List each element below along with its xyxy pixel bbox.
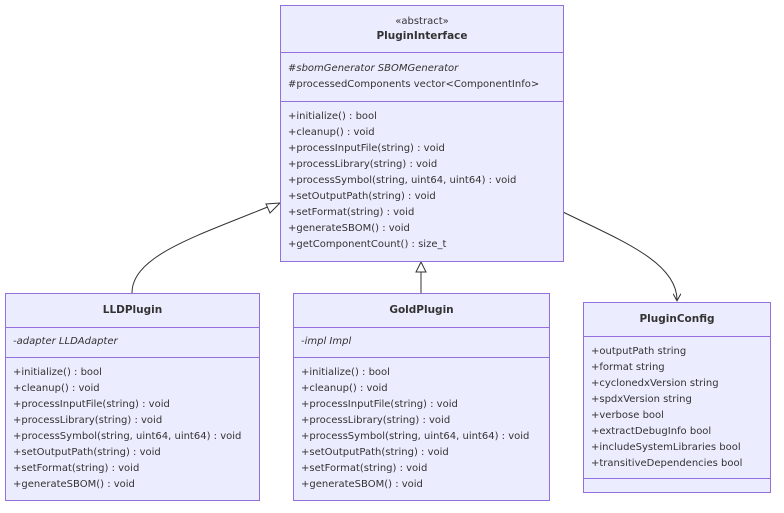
method-row: +setFormat(string) : void: [288, 207, 415, 218]
attribute-row: +extractDebugInfo bool: [591, 426, 712, 437]
method-row: +processSymbol(string, uint64, uint64) :…: [301, 431, 530, 442]
attribute-row: +transitiveDependencies bool: [591, 458, 743, 469]
class-name: PluginConfig: [639, 313, 715, 325]
attribute-row: +verbose bool: [591, 410, 664, 421]
class-header: GoldPlugin: [294, 294, 549, 328]
class-name: PluginInterface: [376, 30, 468, 42]
class-methods: +initialize() : bool +cleanup() : void +…: [6, 358, 259, 493]
method-row: +generateSBOM() : void: [13, 479, 135, 490]
edge-plugininterface-to-pluginconfig: [562, 211, 677, 300]
method-row: +setFormat(string) : void: [301, 463, 428, 474]
method-row: +setOutputPath(string) : void: [301, 447, 449, 458]
class-plugininterface: «abstract» PluginInterface #sbomGenerato…: [280, 5, 564, 262]
class-methods: +initialize() : bool +cleanup() : void +…: [294, 358, 549, 493]
class-pluginconfig: PluginConfig +outputPath string +format …: [583, 302, 771, 493]
class-lldplugin: LLDPlugin -adapter LLDAdapter +initializ…: [5, 293, 260, 501]
attribute-row: +cyclonedxVersion string: [591, 378, 719, 389]
class-methods: +initialize() : bool +cleanup() : void +…: [281, 102, 563, 253]
attribute-row: -impl Impl: [301, 336, 352, 347]
method-row: +generateSBOM() : void: [288, 223, 410, 234]
attribute-row: +format string: [591, 362, 665, 373]
method-row: +getComponentCount() : size_t: [288, 239, 447, 250]
method-row: +generateSBOM() : void: [301, 479, 423, 490]
attribute-row: -adapter LLDAdapter: [13, 336, 118, 347]
method-row: +setOutputPath(string) : void: [13, 447, 161, 458]
method-row: +processLibrary(string) : void: [288, 159, 438, 170]
class-attributes: -adapter LLDAdapter: [6, 328, 259, 358]
class-name: GoldPlugin: [389, 304, 454, 316]
edge-lldplugin-to-plugininterface: [131, 202, 282, 294]
class-stereotype: «abstract»: [395, 16, 449, 27]
method-row: +processLibrary(string) : void: [13, 415, 163, 426]
class-header: LLDPlugin: [6, 294, 259, 328]
class-header: «abstract» PluginInterface: [281, 6, 563, 53]
edge-goldplugin-to-plugininterface: [415, 260, 427, 293]
attribute-row: +includeSystemLibraries bool: [591, 442, 741, 453]
attribute-row: +spdxVersion string: [591, 394, 692, 405]
class-attributes: -impl Impl: [294, 328, 549, 358]
method-row: +processInputFile(string) : void: [301, 399, 458, 410]
class-name: LLDPlugin: [102, 304, 163, 316]
attribute-row: +outputPath string: [591, 346, 687, 357]
class-attributes: #sbomGenerator SBOMGenerator #processedC…: [281, 53, 563, 102]
method-row: +processInputFile(string) : void: [13, 399, 170, 410]
class-goldplugin: GoldPlugin -impl Impl +initialize() : bo…: [293, 293, 550, 501]
method-row: +cleanup() : void: [13, 383, 100, 394]
method-row: +initialize() : bool: [13, 367, 102, 378]
class-attributes: +outputPath string +format string +cyclo…: [584, 337, 770, 479]
class-header: PluginConfig: [584, 303, 770, 337]
method-row: +cleanup() : void: [301, 383, 388, 394]
attribute-row: #processedComponents vector<ComponentInf…: [288, 79, 540, 90]
method-row: +initialize() : bool: [301, 367, 390, 378]
method-row: +processLibrary(string) : void: [301, 415, 451, 426]
attribute-row: #sbomGenerator SBOMGenerator: [288, 63, 459, 74]
method-row: +processSymbol(string, uint64, uint64) :…: [288, 175, 517, 186]
method-row: +setOutputPath(string) : void: [288, 191, 436, 202]
method-row: +initialize() : bool: [288, 111, 377, 122]
method-row: +processInputFile(string) : void: [288, 143, 445, 154]
method-row: +cleanup() : void: [288, 127, 375, 138]
method-row: +setFormat(string) : void: [13, 463, 140, 474]
method-row: +processSymbol(string, uint64, uint64) :…: [13, 431, 242, 442]
